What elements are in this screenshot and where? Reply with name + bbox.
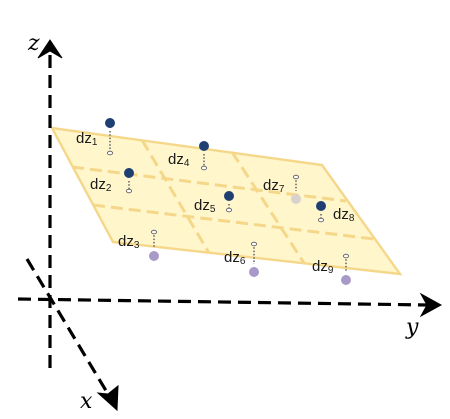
plane-grid-line-u2 xyxy=(92,203,375,241)
plane xyxy=(49,126,403,276)
stem-end-ring xyxy=(125,188,133,194)
point-label: dz9 xyxy=(312,258,334,276)
point-dot xyxy=(249,267,259,277)
point-dot xyxy=(291,194,301,204)
point-label: dz6 xyxy=(224,249,246,267)
z-axis-arrowhead xyxy=(37,39,63,59)
point-label-subscript: 8 xyxy=(349,213,355,224)
point-dot xyxy=(341,275,351,285)
point-label-prefix: dz xyxy=(118,233,134,250)
y-axis-label: y xyxy=(405,315,419,340)
point-label-subscript: 3 xyxy=(134,240,140,251)
point-label-prefix: dz xyxy=(90,176,106,193)
stem-end-ring xyxy=(106,150,114,156)
point-label: dz4 xyxy=(168,151,190,169)
point-label-subscript: 6 xyxy=(240,256,246,267)
marker-dz2: dz2 xyxy=(90,168,134,194)
stem-end-ring xyxy=(150,229,158,235)
point-dot xyxy=(149,251,159,261)
point-label-subscript: 5 xyxy=(210,204,216,215)
marker-dz7: dz7 xyxy=(263,174,301,204)
x-axis-arrowhead xyxy=(96,384,119,412)
marker-dz8: dz8 xyxy=(316,201,355,224)
stem-end-ring xyxy=(342,253,350,259)
point-label-subscript: 2 xyxy=(106,183,112,194)
stem-end-ring xyxy=(225,207,233,213)
point-label-subscript: 9 xyxy=(328,265,334,276)
marker-dz5: dz5 xyxy=(194,191,234,215)
stem-end-ring xyxy=(250,241,258,247)
point-label-subscript: 7 xyxy=(279,184,285,195)
x-axis-label: x xyxy=(80,389,93,414)
y-axis-arrowhead xyxy=(419,292,443,318)
point-label: dz5 xyxy=(194,197,216,215)
point-label-prefix: dz xyxy=(194,197,210,214)
z-axis-label: z xyxy=(27,31,40,56)
point-label-prefix: dz xyxy=(168,151,184,168)
point-label-prefix: dz xyxy=(263,177,279,194)
x-axis: x xyxy=(25,258,119,414)
point-dot xyxy=(124,168,134,178)
stem-end-ring xyxy=(200,165,208,171)
y-axis: y xyxy=(17,292,443,340)
point-label: dz8 xyxy=(333,206,355,224)
plane-grid-line-v2 xyxy=(230,151,306,264)
point-label: dz3 xyxy=(118,233,140,251)
stem-end-ring xyxy=(317,217,325,223)
marker-dz9: dz9 xyxy=(312,253,351,285)
marker-dz6: dz6 xyxy=(224,241,259,277)
point-dot xyxy=(224,191,234,201)
stem-end-ring xyxy=(292,174,300,180)
point-label-prefix: dz xyxy=(312,258,328,275)
plane-grid-line-v1 xyxy=(140,139,211,254)
point-label-prefix: dz xyxy=(224,249,240,266)
point-dot xyxy=(199,141,209,151)
point-label-subscript: 1 xyxy=(92,137,98,148)
marker-dz3: dz3 xyxy=(118,229,159,261)
plane-grid-line-u1 xyxy=(71,165,347,203)
point-dot xyxy=(316,201,326,211)
point-label: dz7 xyxy=(263,177,285,195)
point-label-subscript: 4 xyxy=(184,158,190,169)
point-label-prefix: dz xyxy=(333,206,349,223)
z-axis: z xyxy=(27,31,63,368)
marker-dz4: dz4 xyxy=(168,141,209,171)
point-dot xyxy=(105,118,115,128)
point-label: dz1 xyxy=(76,130,98,148)
point-label: dz2 xyxy=(90,176,112,194)
marker-dz1: dz1 xyxy=(76,118,115,156)
point-label-prefix: dz xyxy=(76,130,92,147)
